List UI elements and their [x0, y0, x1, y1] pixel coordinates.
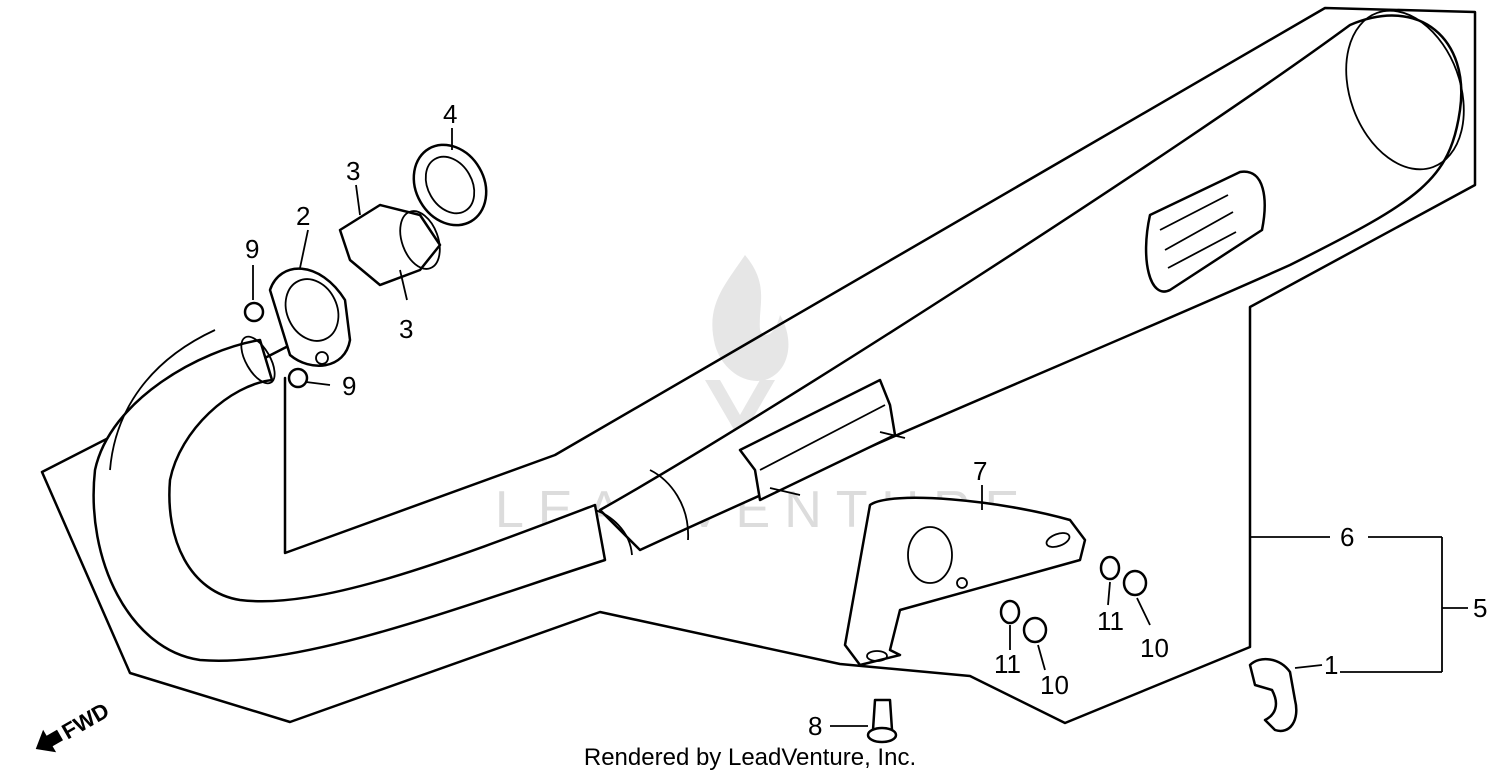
callout-1: 1 — [1324, 650, 1338, 680]
part-11-washer-left — [999, 599, 1021, 625]
callout-9-lower: 9 — [342, 371, 356, 401]
callout-10-right: 10 — [1140, 633, 1169, 663]
part-10-nut-right — [1122, 569, 1148, 597]
forward-arrow-icon — [35, 729, 63, 753]
part-4-gasket — [412, 143, 488, 227]
part-8-bolt — [866, 698, 898, 744]
part-2-flange — [268, 267, 352, 367]
forward-label: FWD — [57, 698, 113, 745]
part-11-washer-right — [1099, 555, 1121, 581]
part-9-nut-lower — [287, 367, 309, 389]
callout-2: 2 — [296, 201, 310, 231]
callout-7: 7 — [973, 456, 987, 486]
part-3-collar — [338, 203, 442, 287]
render-credit: Rendered by LeadVenture, Inc. — [583, 744, 917, 771]
part-9-nut-upper — [243, 301, 265, 323]
part-10-nut-left — [1022, 616, 1048, 644]
callout-3-lower: 3 — [399, 314, 413, 344]
callout-labels: 1 2 3 3 4 5 6 7 8 9 9 10 10 11 11 — [245, 99, 1487, 741]
v-logo-icon — [705, 380, 775, 440]
callout-10-left: 10 — [1040, 670, 1069, 700]
callout-11-left: 11 — [994, 649, 1021, 679]
flame-logo-icon — [712, 255, 789, 381]
callout-6: 6 — [1340, 522, 1354, 552]
callout-11-right: 11 — [1097, 606, 1124, 636]
callout-9-upper: 9 — [245, 234, 259, 264]
part-7-bracket — [843, 496, 1087, 667]
muffler — [594, 9, 1465, 556]
callout-5: 5 — [1473, 593, 1487, 623]
part-1-clamp — [1248, 657, 1298, 733]
callout-8: 8 — [808, 711, 822, 741]
leader-lines — [252, 128, 1468, 727]
callout-3-upper: 3 — [346, 156, 360, 186]
callout-4: 4 — [443, 99, 457, 129]
header-pipe — [92, 329, 607, 662]
